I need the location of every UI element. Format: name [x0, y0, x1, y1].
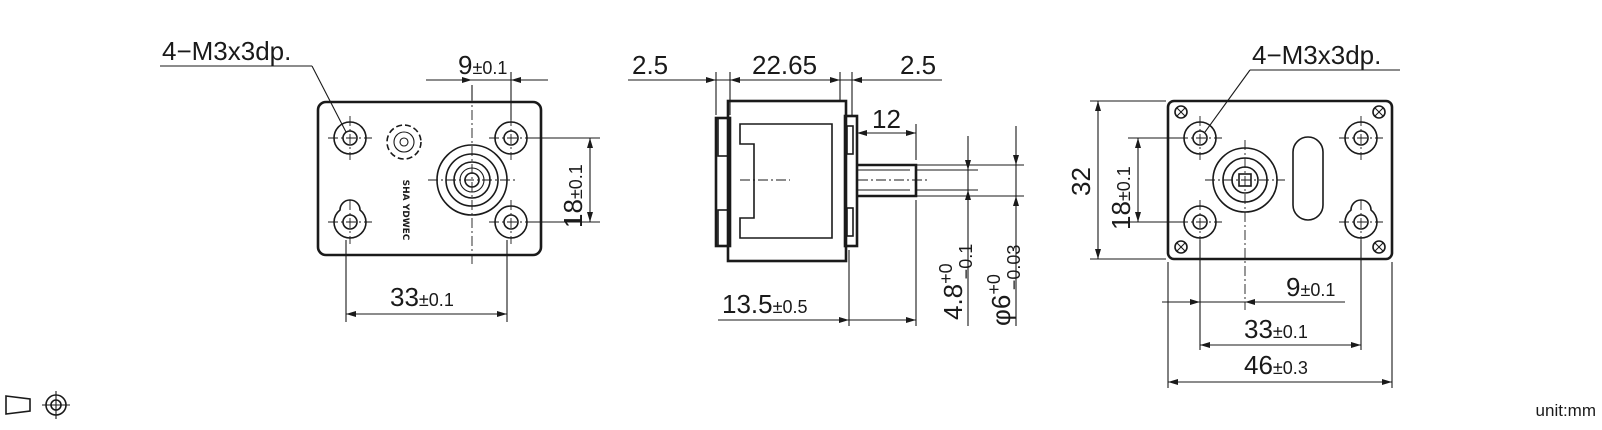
corner-screw-bottom-right	[1372, 240, 1386, 254]
hole-callout-rear: 4−M3x3dp.	[1252, 40, 1381, 70]
shaft-flat-dim: 4.8+0−0.1	[936, 244, 976, 320]
rear-view: 4−M3x3dp. 32 18±0.1 9±0.1 33±	[1066, 40, 1400, 388]
rear-height-dim: 32	[1066, 167, 1096, 196]
mount-hole-top-left	[328, 116, 372, 160]
rear-mount-hole-bottom-right	[1339, 199, 1383, 244]
output-shaft-boss	[436, 144, 508, 216]
front-shaft-offset-dim: 9±0.1	[458, 50, 507, 80]
front-view-outline	[316, 100, 543, 257]
rear-vertical-spacing-dim: 18±0.1	[1106, 166, 1136, 230]
gearbox-plate	[843, 114, 859, 248]
rear-shaft-offset-dim: 9±0.1	[1286, 272, 1335, 302]
gear-logo-icon	[386, 124, 422, 160]
gearbox-length-dim: 13.5±0.5	[722, 289, 808, 319]
rear-horizontal-spacing-dim: 33±0.1	[1244, 314, 1308, 344]
rear-mount-hole-bottom-left	[1178, 200, 1222, 244]
side-view: 2.5 22.65 2.5 12 13.5±0.5 4.8+0−0.1	[628, 50, 1024, 326]
right-flange-dim: 2.5	[900, 50, 936, 80]
marking-text: SHA YDWEC	[400, 180, 410, 241]
shaft-length-dim: 12	[872, 104, 901, 134]
rear-overall-width-dim: 46±0.3	[1244, 350, 1308, 380]
units-label: unit:mm	[1536, 401, 1596, 420]
rear-mount-hole-top-right	[1339, 116, 1383, 160]
front-horizontal-spacing-dim: 33±0.1	[390, 282, 454, 312]
mount-hole-bottom-left	[328, 199, 372, 244]
third-angle-projection-icon	[5, 391, 70, 419]
rear-view-outline	[1166, 99, 1394, 261]
front-vertical-spacing-dim: 18±0.1	[558, 164, 588, 228]
rear-shaft-icon	[1205, 140, 1285, 310]
rear-slot	[1292, 136, 1324, 221]
corner-screw-top-right	[1372, 105, 1386, 119]
hole-callout-front: 4−M3x3dp.	[162, 36, 291, 66]
body-length-dim: 22.65	[752, 50, 817, 80]
mount-hole-bottom-right	[489, 200, 533, 244]
left-flange-dim: 2.5	[632, 50, 668, 80]
mount-hole-top-right	[489, 116, 533, 160]
output-shaft	[857, 163, 918, 198]
shaft-diameter-dim: φ6+0−0.03	[984, 245, 1024, 326]
corner-screw-top-left	[1174, 105, 1188, 119]
motor-body	[726, 99, 848, 263]
rear-mount-hole-top-left	[1178, 116, 1222, 160]
front-view: SHA YDWEC 4−M3x3dp. 9±0.1 18±0.1 33±0.1	[160, 36, 600, 322]
corner-screw-bottom-left	[1174, 240, 1188, 254]
